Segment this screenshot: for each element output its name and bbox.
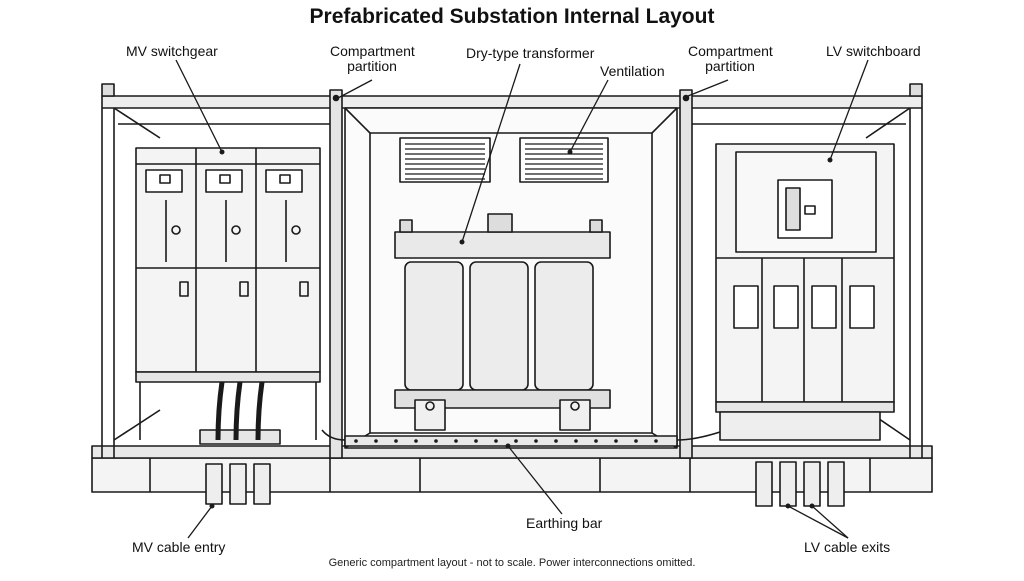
earthing-bar-hole [634,439,638,443]
label-compartment-partition-left-line1: Compartment [330,43,415,59]
earthing-bar-hole [434,439,438,443]
leader-lines [175,59,869,539]
label-compartment-partition-right: Compartment partition [688,43,773,74]
louvre-lines [405,143,603,180]
earthing-bar-hole [494,439,498,443]
mv-cable-entry-drawing [205,463,271,505]
label-compartment-partition-right-line1: Compartment [688,43,773,59]
earthing-bar-holes [354,439,658,443]
earthing-bar-hole [354,439,358,443]
earthing-bar-hole [574,439,578,443]
earthing-bar-hole [474,439,478,443]
footnote: Generic compartment layout - not to scal… [328,557,696,569]
earthing-bar-hole [534,439,538,443]
earthing-bar-hole [414,439,418,443]
outer-frame [101,83,923,458]
earthing-bar-hole [654,439,658,443]
mv-switchgear-drawing [135,147,321,445]
label-mv-cable-entry: MV cable entry [132,539,226,555]
label-compartment-partition-right-line2: partition [705,58,755,74]
earthing-bar-hole [374,439,378,443]
dry-type-transformer [394,213,611,431]
earthing-bar-hole [394,439,398,443]
label-compartment-partition-left-line2: partition [347,58,397,74]
earthing-bar-drawing [321,429,721,447]
label-earthing-bar: Earthing bar [526,515,603,531]
label-lv-cable-exits: LV cable exits [804,539,891,555]
label-dry-type-transformer: Dry-type transformer [466,45,595,61]
label-lv-switchboard: LV switchboard [826,43,921,59]
label-compartment-partition-left: Compartment partition [330,43,415,74]
ventilation-louvres [399,137,609,183]
mv-cables [215,381,265,441]
label-ventilation: Ventilation [600,63,665,79]
lv-switchboard-drawing [715,143,895,441]
earthing-bar-hole [554,439,558,443]
diagram-title: Prefabricated Substation Internal Layout [309,5,715,28]
earthing-bar-hole [614,439,618,443]
compartment-partitions [329,89,693,459]
earthing-bar-hole [454,439,458,443]
lv-cable-exits-drawing [755,461,845,507]
label-mv-switchgear: MV switchgear [126,43,218,59]
leader-dots [209,149,833,509]
earthing-bar-hole [594,439,598,443]
earthing-bar-hole [514,439,518,443]
